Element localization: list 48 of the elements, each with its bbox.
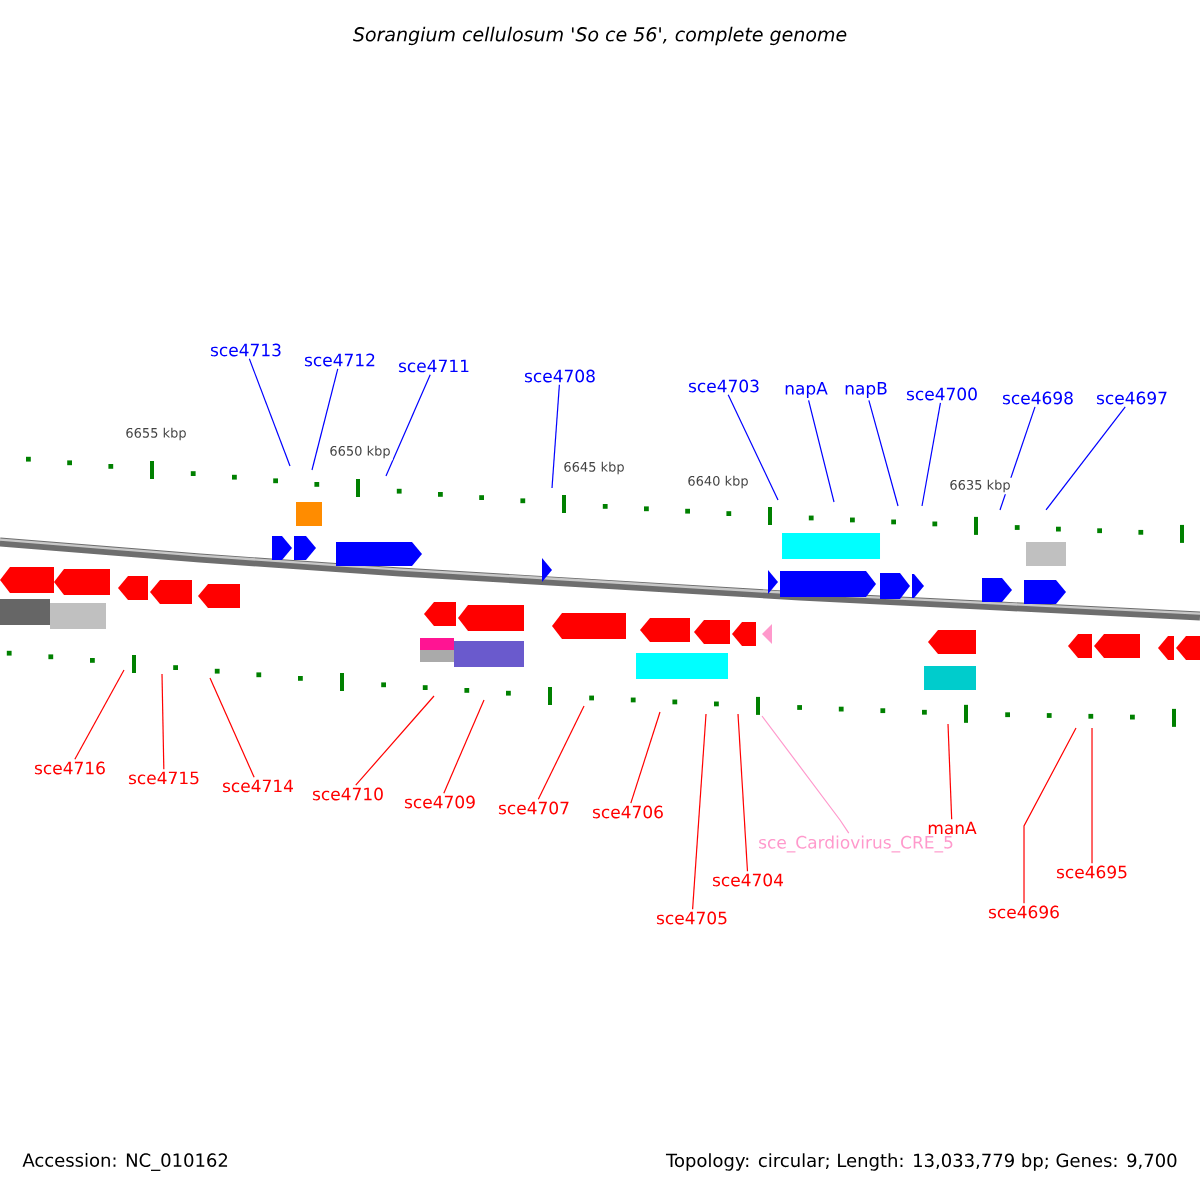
leader-line	[161, 673, 165, 770]
title: Sorangium cellulosum 'So ce 56', complete genome	[353, 26, 847, 46]
gene-label: sce4712	[304, 353, 375, 367]
gene-label: sce4715	[128, 771, 199, 785]
gene-label: sce4697	[1096, 391, 1167, 405]
gene-label: sce4695	[1056, 865, 1127, 879]
leader-line	[727, 394, 779, 501]
gene-label: napA	[785, 382, 828, 398]
gene-label: sce4711	[398, 359, 469, 373]
gene-label: sce4705	[656, 911, 727, 925]
gene-label: sce4713	[210, 343, 281, 357]
footer-text: Topology: circular; Length: 13,033,779 bp; Genes: 9,700	[664, 1151, 1180, 1173]
gene-label: sce4714	[222, 779, 293, 793]
gene-label: sce4698	[1002, 391, 1073, 405]
leader-line	[1045, 406, 1126, 511]
gene-label: sce4696	[988, 905, 1059, 919]
leader-line	[947, 723, 953, 820]
leader-line	[74, 669, 125, 760]
gene-label: sce4703	[688, 379, 759, 393]
gene-label: sce4716	[34, 761, 105, 775]
leader-line	[248, 358, 291, 467]
gene-label: sce4700	[906, 387, 977, 401]
leader-line	[868, 399, 899, 507]
leader-line	[551, 384, 560, 489]
gene-label: sce4710	[312, 787, 383, 801]
gene-label: sce4709	[404, 795, 475, 809]
leader-line	[443, 699, 485, 794]
leader-line	[355, 695, 435, 786]
leader-line	[1091, 727, 1093, 864]
leader-line	[692, 713, 707, 910]
footer-text: Accession: NC_010162	[20, 1151, 231, 1173]
gene-label: manA	[928, 821, 977, 835]
leader-line	[385, 374, 431, 477]
leader-line	[1023, 727, 1077, 904]
leader-line	[737, 713, 749, 872]
leader-line	[630, 711, 661, 804]
gene-label: sce4707	[498, 801, 569, 815]
gene-label: sce4704	[712, 873, 783, 887]
gene-label: sce4708	[524, 369, 595, 383]
leader-line	[921, 402, 942, 507]
leader-line	[311, 368, 339, 471]
gene-label: sce_Cardiovirus_CRE_5	[759, 835, 953, 853]
gene-label: napB	[845, 382, 887, 398]
gene-label: sce4706	[592, 805, 663, 819]
leader-line	[808, 399, 835, 503]
leader-line	[761, 715, 850, 834]
leader-line	[209, 677, 255, 778]
leader-line	[537, 705, 585, 800]
